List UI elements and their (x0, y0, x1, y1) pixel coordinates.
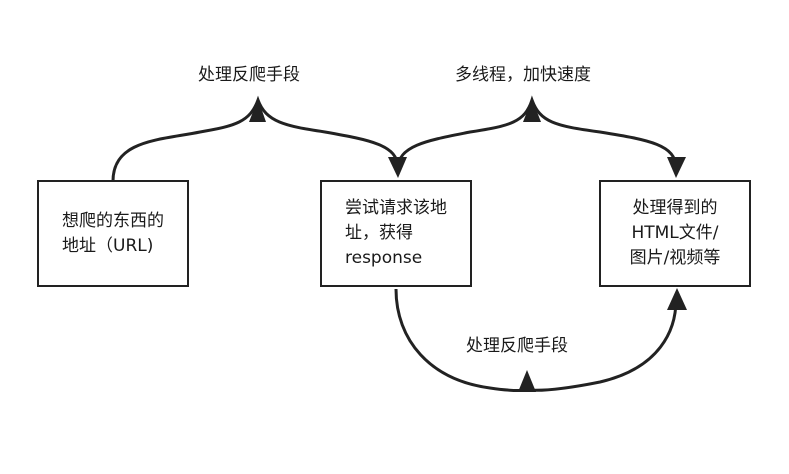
node-target-line-1: 想爬的东西的 (62, 210, 164, 231)
node-result-line-1: 处理得到的 (632, 198, 718, 218)
label-top-left: 处理反爬手段 (198, 65, 300, 85)
node-request-line-1: 尝试请求该地 (345, 198, 447, 218)
arrowhead-top-left-peak (249, 99, 266, 122)
label-bottom: 处理反爬手段 (466, 336, 568, 356)
node-result-line-2: HTML文件/ (631, 223, 719, 243)
arrowhead-bottom-peak (518, 370, 536, 392)
connector-request-to-result (396, 95, 678, 169)
label-top-right: 多线程，加快速度 (455, 65, 591, 85)
node-result: 处理得到的 HTML文件/ 图片/视频等 (599, 180, 751, 287)
node-request: 尝试请求该地 址，获得 response (320, 180, 472, 287)
node-target-url: 想爬的东西的 地址（URL) (37, 180, 189, 287)
arrowhead-result-bottom (667, 288, 687, 310)
node-request-line-3: response (345, 248, 423, 268)
arrowhead-top-right-peak (523, 99, 541, 122)
node-result-line-3: 图片/视频等 (629, 248, 721, 268)
node-target-line-2: 地址（URL) (62, 235, 154, 256)
arrowhead-result-top (667, 157, 686, 178)
node-request-line-2: 址，获得 (345, 223, 413, 243)
